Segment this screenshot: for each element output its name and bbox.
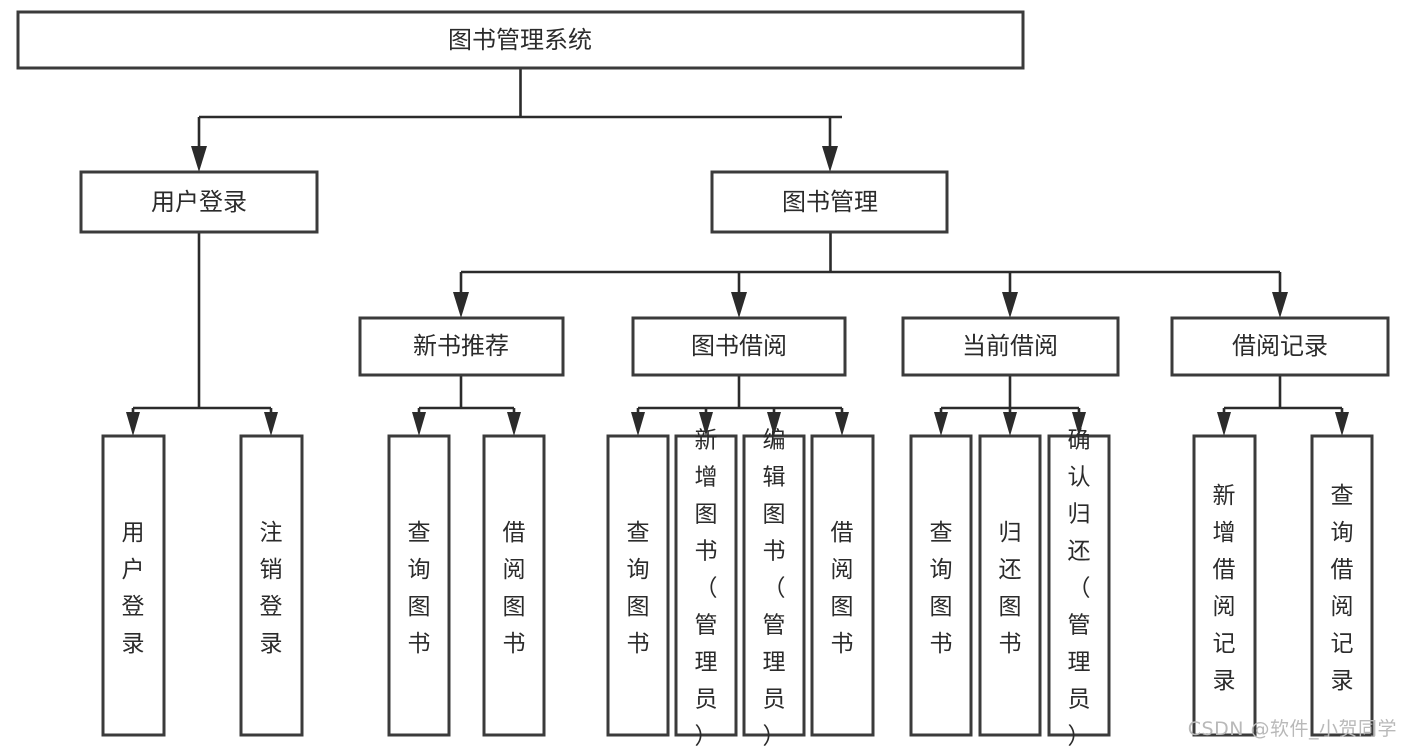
arrow-head-leaf-borrow-book-2: [835, 412, 849, 436]
leaf-query-book-1-label: 查询图书: [408, 520, 431, 657]
leaf-query-book-1-box[interactable]: [387, 434, 451, 737]
node-user-login[interactable]: 用户登录: [79, 170, 319, 234]
arrow-head-leaf-query-book-2: [631, 412, 645, 436]
node-book-borrow-box[interactable]: [631, 316, 847, 377]
arrow-head-leaf-add-book: [699, 412, 713, 436]
arrow-head-new-book-rec: [453, 292, 469, 318]
leaf-add-record-label: 新增借阅记录: [1213, 483, 1236, 694]
connector-group-root-to-level2: [191, 68, 842, 172]
arrow-head-current-borrow: [1002, 292, 1018, 318]
arrow-head-leaf-borrow-book-1: [507, 412, 521, 436]
arrow-head-leaf-edit-book: [767, 412, 781, 436]
leaf-user-login[interactable]: 用户登录: [101, 434, 166, 737]
leaf-borrow-book-1[interactable]: 借阅图书: [482, 434, 546, 737]
node-book-borrow-label: 图书借阅: [691, 332, 787, 360]
node-user-login-box[interactable]: [79, 170, 319, 234]
leaf-logout-label: 注销登录: [260, 520, 283, 657]
node-root-box[interactable]: [16, 10, 1025, 70]
leaf-query-book-2-box[interactable]: [606, 434, 670, 737]
leaf-query-record-box[interactable]: [1310, 434, 1374, 737]
leaf-return-book[interactable]: 归还图书: [978, 434, 1042, 737]
node-book-manage-label: 图书管理: [782, 188, 878, 216]
node-book-borrow[interactable]: 图书借阅: [631, 316, 847, 377]
leaf-edit-book-box[interactable]: [742, 434, 806, 737]
arrow-head-borrow-record: [1272, 292, 1288, 318]
arrow-head-leaf-query-book-1: [412, 412, 426, 436]
leaf-return-book-label: 归还图书: [999, 520, 1022, 657]
leaf-logout[interactable]: 注销登录: [239, 434, 304, 737]
connector-group-current-borrow-to-leaves: [934, 375, 1086, 436]
leaf-borrow-book-1-box[interactable]: [482, 434, 546, 737]
node-borrow-record[interactable]: 借阅记录: [1170, 316, 1390, 377]
node-book-manage-box[interactable]: [710, 170, 949, 234]
node-borrow-record-box[interactable]: [1170, 316, 1390, 377]
leaf-confirm-return-label: 确认归还（管理员）: [1068, 427, 1091, 747]
leaf-edit-book[interactable]: 编辑图书（管理员）: [742, 427, 806, 747]
arrow-head-leaf-confirm-return: [1072, 412, 1086, 436]
leaf-add-record[interactable]: 新增借阅记录: [1192, 434, 1257, 737]
leaf-query-book-3-box[interactable]: [909, 434, 973, 737]
arrow-head-leaf-query-record: [1335, 412, 1349, 436]
leaf-user-login-box[interactable]: [101, 434, 166, 737]
leaf-node-group: 用户登录 注销登录 查询图书 借阅图书 查询图书 新增图书（管理员）: [101, 427, 1374, 747]
node-book-manage[interactable]: 图书管理: [710, 170, 949, 234]
leaf-edit-book-label: 编辑图书（管理员）: [763, 427, 786, 747]
arrow-head-leaf-logout: [264, 412, 278, 436]
leaf-confirm-return-box[interactable]: [1047, 434, 1111, 737]
leaf-query-book-3-label: 查询图书: [930, 520, 953, 657]
connector-group-new-book-rec-to-leaves: [412, 375, 521, 436]
leaf-confirm-return[interactable]: 确认归还（管理员）: [1047, 427, 1111, 747]
node-current-borrow-box[interactable]: [901, 316, 1120, 377]
leaf-query-book-1[interactable]: 查询图书: [387, 434, 451, 737]
arrow-head-book-manage: [822, 146, 838, 172]
node-root-label: 图书管理系统: [448, 26, 592, 54]
connector-group-book-manage-to-level3: [453, 232, 1288, 318]
node-new-book-rec[interactable]: 新书推荐: [358, 316, 565, 377]
node-borrow-record-label: 借阅记录: [1232, 332, 1328, 360]
leaf-borrow-book-2[interactable]: 借阅图书: [810, 434, 875, 737]
leaf-borrow-book-2-label: 借阅图书: [831, 520, 854, 657]
leaf-query-record-label: 查询借阅记录: [1331, 483, 1354, 694]
leaf-add-record-box[interactable]: [1192, 434, 1257, 737]
leaf-query-record[interactable]: 查询借阅记录: [1310, 434, 1374, 737]
node-new-book-rec-box[interactable]: [358, 316, 565, 377]
arrow-head-leaf-return-book: [1003, 412, 1017, 436]
node-root[interactable]: 图书管理系统: [16, 10, 1025, 70]
node-current-borrow[interactable]: 当前借阅: [901, 316, 1120, 377]
arrow-head-leaf-query-book-3: [934, 412, 948, 436]
arrow-head-book-borrow: [731, 292, 747, 318]
leaf-query-book-2-label: 查询图书: [627, 520, 650, 657]
leaf-borrow-book-2-box[interactable]: [810, 434, 875, 737]
leaf-add-book[interactable]: 新增图书（管理员）: [674, 427, 738, 747]
node-current-borrow-label: 当前借阅: [962, 332, 1058, 360]
node-new-book-rec-label: 新书推荐: [413, 332, 509, 360]
arrow-head-user-login: [191, 146, 207, 172]
leaf-query-book-2[interactable]: 查询图书: [606, 434, 670, 737]
connector-group-user-login-to-leaves: [126, 232, 278, 436]
leaf-borrow-book-1-label: 借阅图书: [503, 520, 526, 657]
connector-group-book-borrow-to-leaves: [631, 375, 849, 436]
leaf-return-book-box[interactable]: [978, 434, 1042, 737]
node-user-login-label: 用户登录: [151, 188, 247, 216]
connector-group-borrow-record-to-leaves: [1217, 375, 1349, 436]
leaf-add-book-box[interactable]: [674, 434, 738, 737]
leaf-add-book-label: 新增图书（管理员）: [695, 427, 718, 747]
arrow-head-leaf-user-login: [126, 412, 140, 436]
leaf-query-book-3[interactable]: 查询图书: [909, 434, 973, 737]
leaf-user-login-label: 用户登录: [122, 520, 145, 657]
arrow-head-leaf-add-record: [1217, 412, 1231, 436]
leaf-logout-box[interactable]: [239, 434, 304, 737]
csdn-watermark: CSDN @软件_小贺同学: [1187, 718, 1397, 740]
